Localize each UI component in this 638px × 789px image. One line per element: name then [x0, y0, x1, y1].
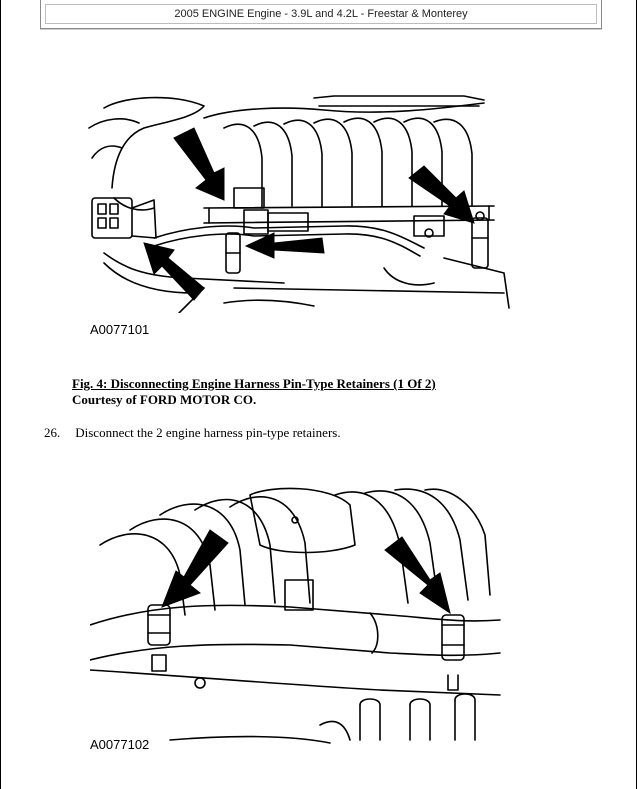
page-border-right: [636, 0, 637, 789]
step-number: 26.: [44, 425, 61, 440]
figure-1-illustration: [88, 95, 510, 313]
step-text: Disconnect the 2 engine harness pin-type…: [75, 425, 341, 440]
figure-2-illustration: [90, 487, 501, 744]
figure-1-caption-title: Fig. 4: Disconnecting Engine Harness Pin…: [72, 376, 436, 391]
figure-2-id-label: A0077102: [90, 737, 150, 752]
header-title: 2005 ENGINE Engine - 3.9L and 4.2L - Fre…: [45, 4, 597, 24]
page-border-left: [0, 0, 1, 789]
figure-1-caption-credit: Courtesy of FORD MOTOR CO.: [72, 392, 257, 407]
figure-1-id-label: A0077101: [90, 322, 150, 337]
figure-1-caption: Fig. 4: Disconnecting Engine Harness Pin…: [72, 376, 436, 408]
step-26: 26. Disconnect the 2 engine harness pin-…: [44, 425, 341, 441]
page-header: 2005 ENGINE Engine - 3.9L and 4.2L - Fre…: [40, 0, 602, 29]
